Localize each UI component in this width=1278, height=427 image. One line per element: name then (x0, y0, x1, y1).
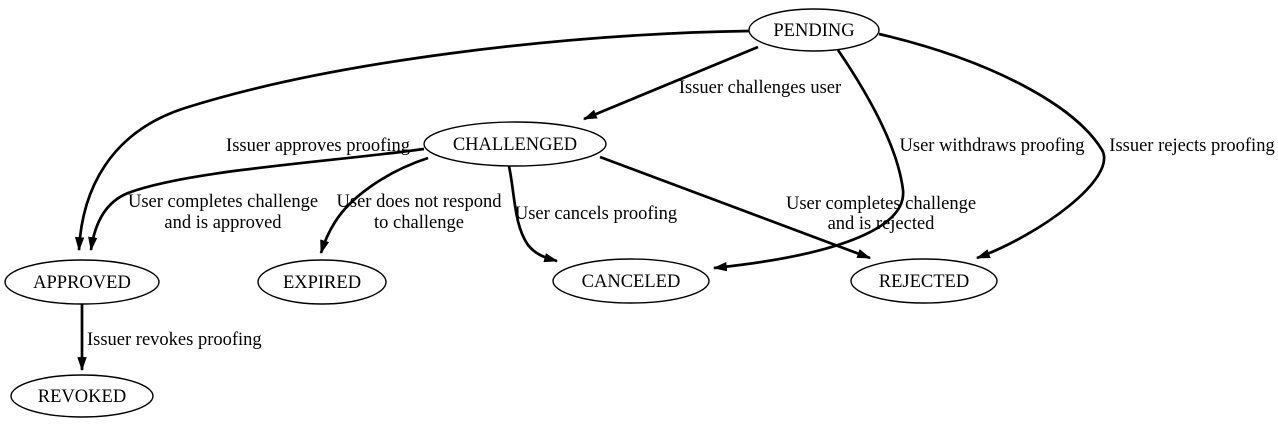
edge-line (878, 32, 1106, 260)
edge-label: User cancels proofing (515, 204, 677, 224)
state-pending: PENDING (748, 8, 880, 52)
edge-label: Issuer challenges user (679, 78, 841, 98)
edge-pending-challenged: Issuer challenges user (582, 45, 841, 121)
edge-label: User withdraws proofing (900, 136, 1085, 156)
edge-approved-revoked: Issuer revokes proofing (77, 304, 262, 372)
state-label: APPROVED (33, 273, 131, 293)
edge-label: User completes challenge (786, 194, 976, 214)
edge-challenged-approved: User completes challenge and is approved (88, 147, 425, 252)
edge-line (88, 147, 425, 252)
state-label: CHALLENGED (453, 135, 577, 155)
edge-label: and is approved (164, 213, 282, 233)
edge-label: Issuer rejects proofing (1109, 136, 1274, 156)
edge-line (599, 155, 872, 260)
edge-label: and is rejected (828, 214, 936, 234)
edge-challenged-canceled: User cancels proofing (507, 165, 677, 263)
state-ellipse (257, 259, 387, 305)
edge-label: Issuer approves proofing (226, 136, 410, 156)
state-ellipse (850, 258, 998, 304)
state-challenged: CHALLENGED (423, 121, 607, 167)
state-label: REVOKED (38, 387, 126, 407)
state-expired: EXPIRED (257, 259, 387, 305)
state-ellipse (10, 374, 154, 418)
edge-line (507, 165, 559, 263)
state-label: REJECTED (879, 272, 969, 292)
state-label: PENDING (773, 21, 854, 41)
state-ellipse (748, 8, 880, 52)
state-ellipse (4, 259, 160, 305)
state-rejected: REJECTED (850, 258, 998, 304)
edge-pending-canceled: User withdraws proofing (712, 49, 1085, 272)
state-canceled: CANCELED (552, 258, 710, 304)
edge-label: User does not respond (337, 192, 503, 212)
edge-label: User completes challenge (128, 192, 318, 212)
edge-challenged-expired: User does not respond to challenge (319, 156, 503, 255)
edge-line (319, 156, 429, 255)
edge-pending-approved: Issuer approves proofing (74, 29, 750, 252)
edge-pending-rejected: Issuer rejects proofing (878, 32, 1275, 260)
edge-challenged-rejected: User completes challenge and is rejected (599, 155, 976, 260)
state-ellipse (423, 121, 607, 167)
state-approved: APPROVED (4, 259, 160, 305)
edge-line (582, 45, 759, 121)
edge-line (74, 29, 750, 252)
state-label: CANCELED (582, 272, 681, 292)
state-label: EXPIRED (283, 273, 361, 293)
edge-label: to challenge (374, 213, 464, 233)
state-ellipse (552, 258, 710, 304)
edge-line (712, 49, 905, 272)
edge-label: Issuer revokes proofing (87, 330, 262, 350)
state-revoked: REVOKED (10, 374, 154, 418)
